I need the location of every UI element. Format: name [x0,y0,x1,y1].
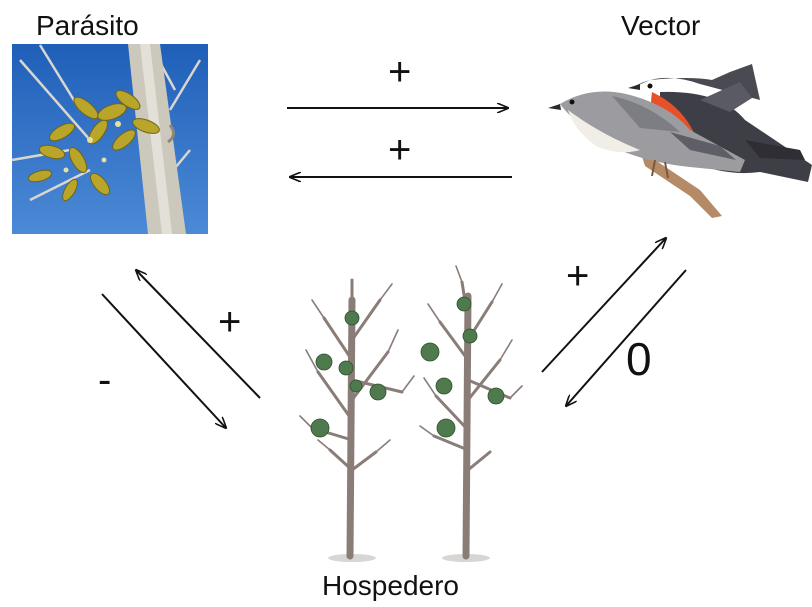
host-image [300,266,522,562]
sign-parasite-to-vector: + [388,52,411,92]
parasite-image [12,44,208,234]
sign-host-to-parasite: + [218,302,241,342]
arrow-parasite-to-host [102,294,226,428]
sign-vector-to-host: 0 [626,336,652,382]
host-label: Hospedero [322,572,459,600]
vector-label: Vector [621,12,700,40]
sign-parasite-to-host: - [98,360,111,400]
parasite-label: Parásito [36,12,139,40]
vector-image [548,64,812,218]
arrow-host-to-parasite [136,270,260,398]
sign-host-to-vector: + [566,256,589,296]
sign-vector-to-parasite: + [388,130,411,170]
